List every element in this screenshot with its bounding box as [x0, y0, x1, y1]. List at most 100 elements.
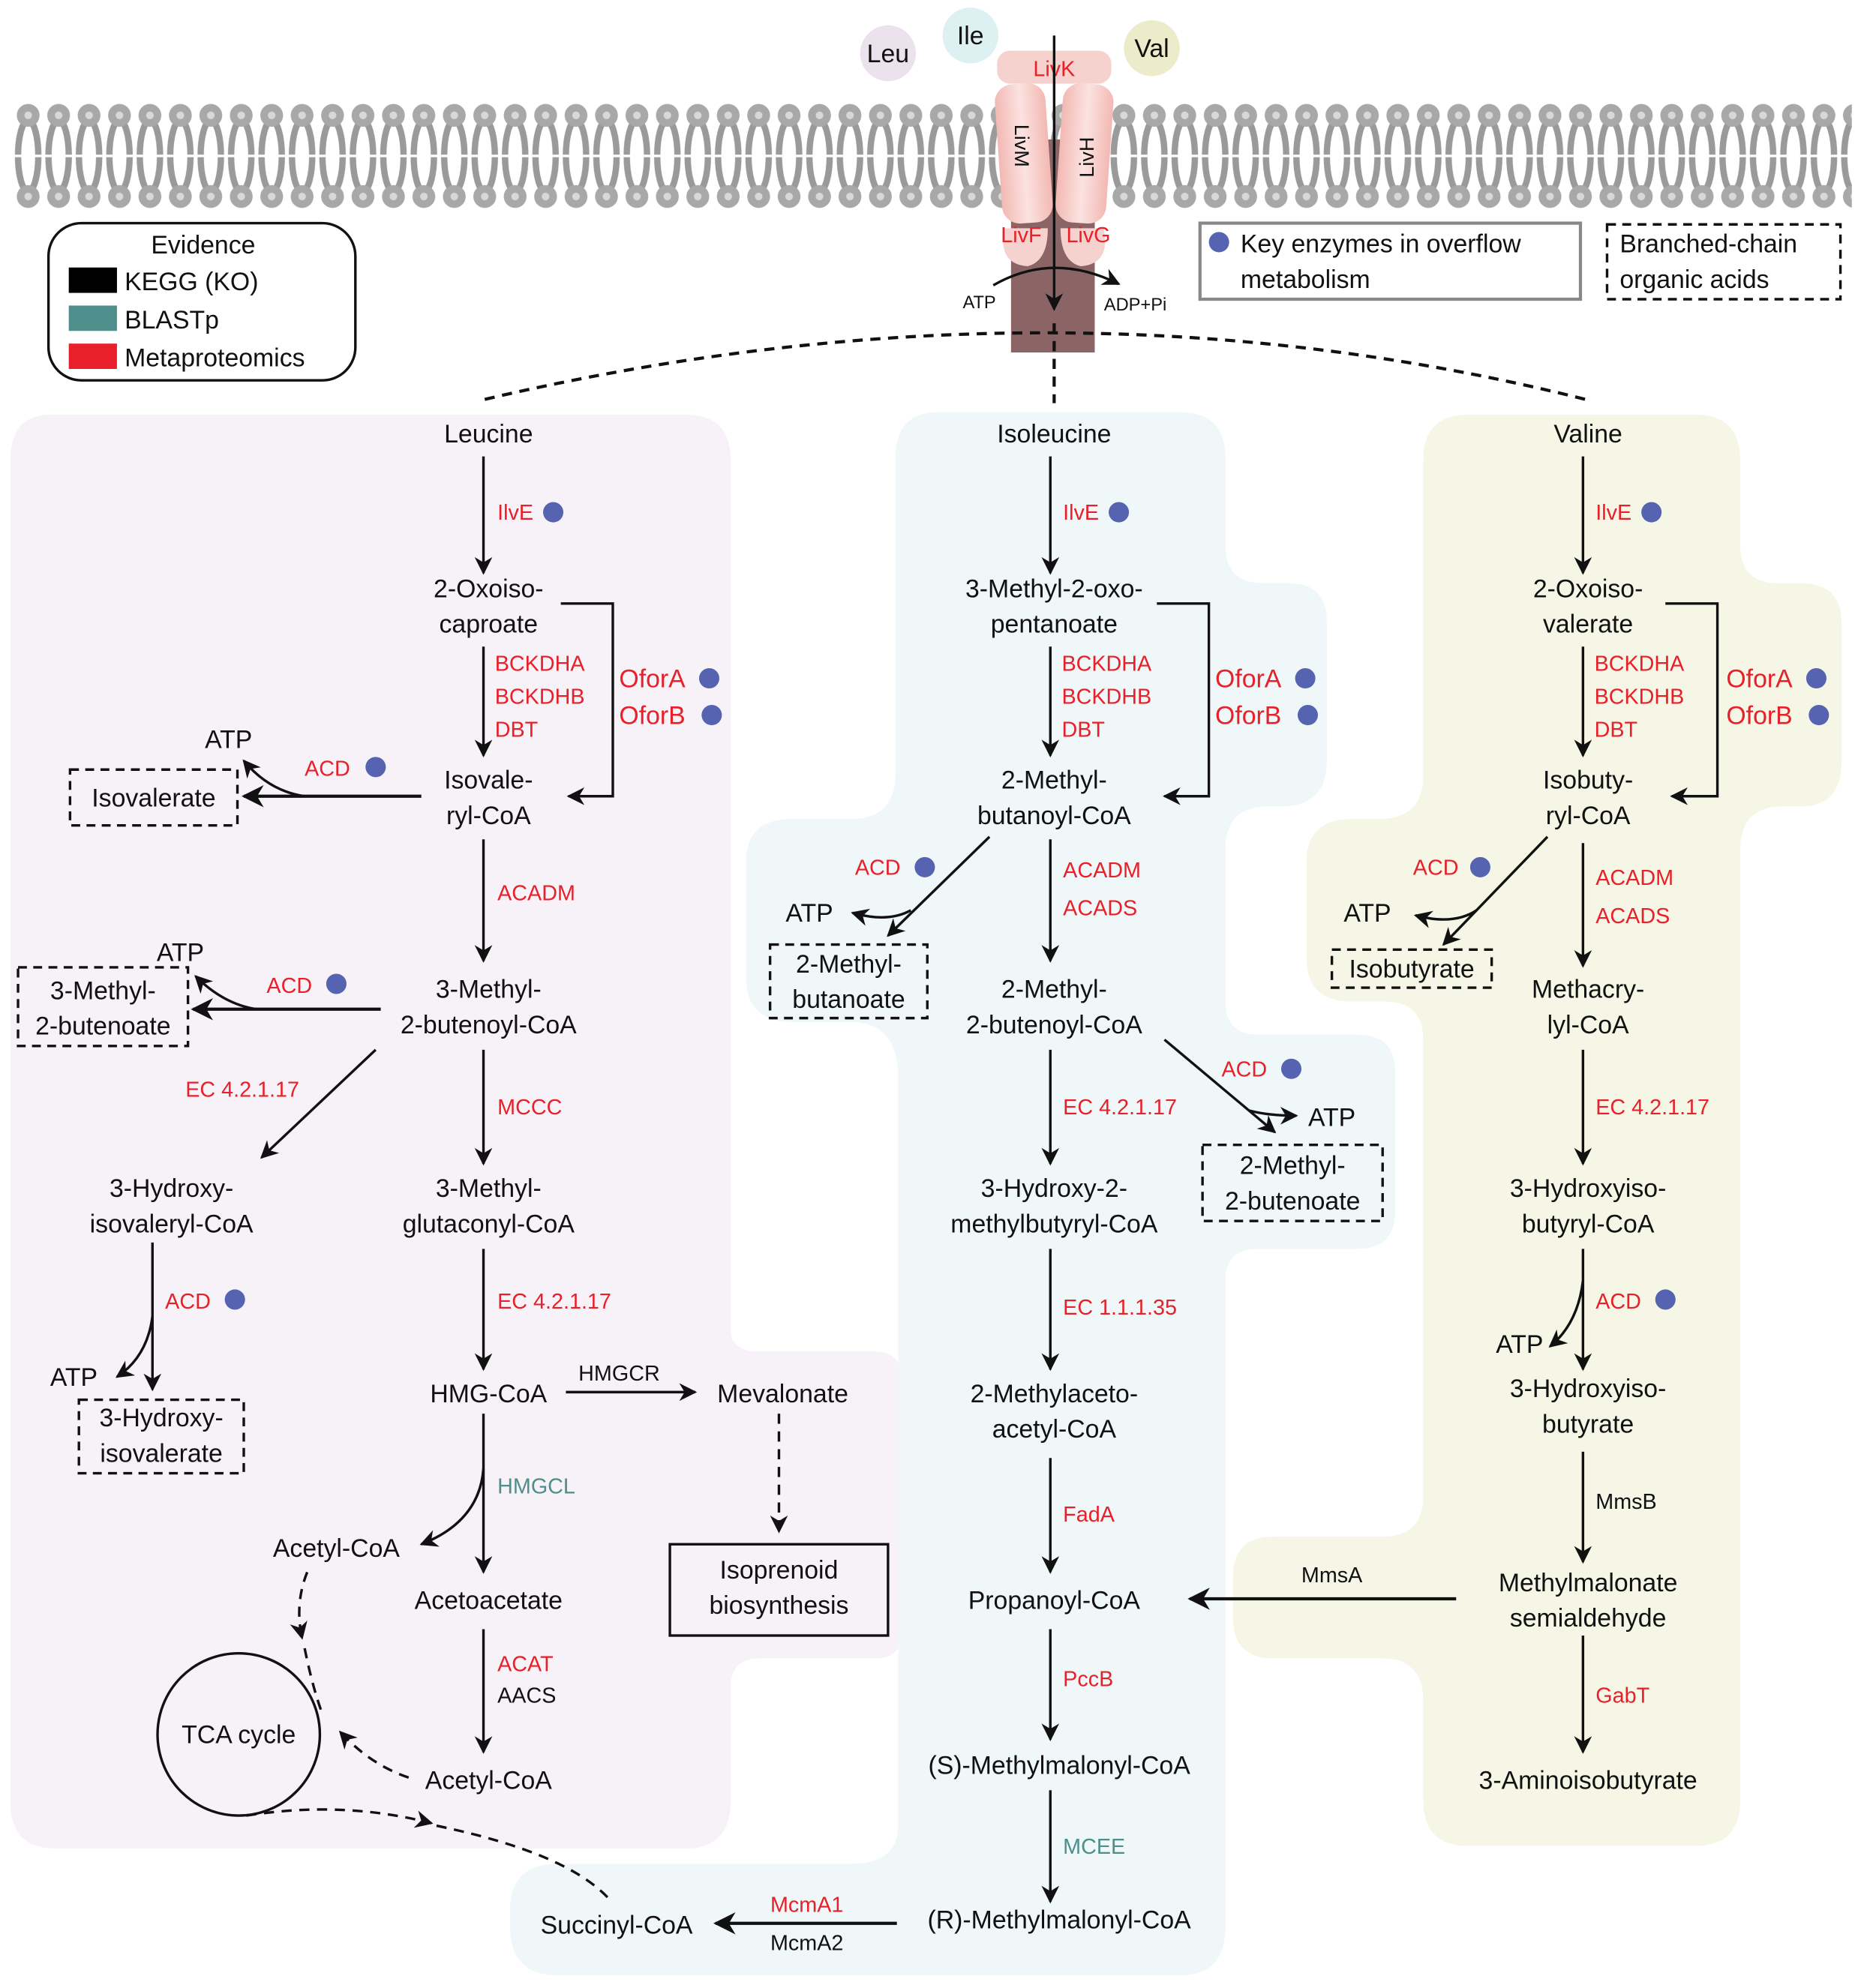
enzyme-acd: ACD	[855, 856, 901, 880]
enzyme-bckdhb: BCKDHB	[1061, 685, 1151, 709]
enzyme-dbt: DBT	[495, 718, 538, 742]
key-enzyme-dot-icon	[701, 705, 722, 726]
acid-2-methyl-2-butenoate: 2-Methyl-	[1240, 1152, 1346, 1180]
organic-acid-legend: Branched-chain organic acids	[1605, 223, 1842, 301]
subunit-livg	[1060, 228, 1106, 267]
enzyme-ilve: IlvE	[1063, 501, 1099, 525]
swatch-kegg	[68, 267, 117, 293]
key-enzyme-dot-icon	[698, 667, 720, 689]
enzyme-acd: ACD	[1222, 1057, 1268, 1081]
enzyme-bckdha: BCKDHA	[495, 652, 586, 676]
enzyme-oforb: OforB	[619, 701, 685, 730]
enzyme-acadm: ACADM	[1063, 859, 1141, 883]
enzyme-ec-4-2-1-17: EC 4.2.1.17	[185, 1078, 299, 1102]
atp-hydrolysis-arrow	[992, 266, 1121, 286]
enzyme-acadm: ACADM	[1595, 866, 1673, 890]
label-leu: Leu	[867, 40, 909, 68]
metabolite-2-methyl-2-butenoyl-coa: 2-Methyl-	[1001, 976, 1107, 1004]
livkhmgf-transporter: LivK LivM LivH LivF LivG ATP ADP+Pi	[962, 35, 1167, 353]
atp-label: ATP	[50, 1363, 98, 1392]
acid-isobutyrate: Isobutyrate	[1349, 955, 1475, 984]
metabolite-3-hydroxyisobutyrate-l2: butyrate	[1542, 1410, 1634, 1438]
metabolite-isovaleryl-coa: Isovale-	[444, 766, 533, 795]
enzyme-pccb: PccB	[1063, 1668, 1113, 1692]
enzyme-mmsa: MmsA	[1301, 1564, 1363, 1588]
enzyme-oforb: OforB	[1215, 701, 1281, 730]
metabolite-3-methyl-2-oxopentanoate: 3-Methyl-2-oxo-	[965, 574, 1143, 603]
cell-membrane	[13, 103, 1852, 208]
metabolite-3-methylglutaconyl-coa: 3-Methyl-	[436, 1174, 542, 1203]
leucine-title: Leucine	[444, 420, 533, 448]
swatch-metaproteomics	[68, 343, 117, 369]
metabolite-propanoyl-coa: Propanoyl-CoA	[968, 1586, 1141, 1615]
atp-label: ATP	[1496, 1330, 1543, 1359]
metabolite-3-aminoisobutyrate: 3-Aminoisobutyrate	[1479, 1767, 1697, 1795]
enzyme-ofora: OforA	[1726, 664, 1793, 693]
legend-acid-line2: organic acids	[1619, 265, 1769, 294]
valine-region-bg	[1232, 414, 1842, 1846]
metabolite-r-methylmalonyl-coa: (R)-Methylmalonyl-CoA	[928, 1906, 1192, 1935]
enzyme-aacs: AACS	[497, 1684, 556, 1708]
subunit-livh	[1055, 83, 1114, 224]
metabolite-isovaleryl-coa-l2: ryl-CoA	[446, 802, 531, 830]
enzyme-bckdha: BCKDHA	[1061, 652, 1152, 676]
key-enzyme-dot-icon	[224, 1289, 245, 1310]
metabolite-2-methylacetoacetyl-coa-l2: acetyl-CoA	[992, 1415, 1117, 1444]
legend-acid-line1: Branched-chain	[1619, 229, 1797, 258]
acid-3-hydroxyisovalerate-l2: isovalerate	[100, 1439, 222, 1468]
enzyme-mccc: MCCC	[497, 1096, 562, 1120]
enzyme-acd: ACD	[1595, 1290, 1641, 1314]
enzyme-acat: ACAT	[497, 1652, 554, 1676]
enzyme-ofora: OforA	[619, 664, 686, 693]
key-enzyme-dot-icon	[914, 856, 935, 877]
atp-label: ATP	[157, 939, 204, 967]
enzyme-acd: ACD	[1413, 856, 1459, 880]
metabolite-3-hydroxy-2-methylbutyryl-coa: 3-Hydroxy-2-	[981, 1174, 1127, 1203]
enzyme-acd: ACD	[266, 974, 312, 998]
enzyme-bckdhb: BCKDHB	[495, 685, 585, 709]
label-adp: ADP+Pi	[1104, 295, 1167, 315]
metabolite-methylmalonate-semialdehyde-l2: semialdehyde	[1510, 1604, 1667, 1633]
label-livg: LivG	[1066, 223, 1110, 247]
enzyme-bckdhb: BCKDHB	[1595, 685, 1685, 709]
metabolite-3-hydroxyisovaleryl-coa-l2: isovaleryl-CoA	[90, 1210, 254, 1238]
metabolite-2-oxoisocaproate: 2-Oxoiso-	[434, 574, 544, 603]
enzyme-gabt: GabT	[1595, 1684, 1649, 1708]
legend-metaproteomics: Metaproteomics	[125, 344, 305, 373]
metabolite-3-hydroxyisobutyryl-coa-l2: butyryl-CoA	[1522, 1210, 1655, 1238]
enzyme-ec-4-2-1-17: EC 4.2.1.17	[497, 1290, 611, 1314]
amino-acid-ile: Ile	[942, 7, 998, 64]
leucine-pathway: Leucine IlvE 2-Oxoiso- caproate BCKDHA B…	[17, 420, 890, 1903]
key-enzyme-dot-icon	[542, 502, 564, 523]
metabolite-succinyl-coa: Succinyl-CoA	[541, 1911, 693, 1939]
tca-cycle-circle	[156, 1651, 322, 1817]
label-val: Val	[1134, 34, 1169, 63]
acid-isovalerate: Isovalerate	[92, 784, 215, 812]
enzyme-ec-4-2-1-17: EC 4.2.1.17	[1063, 1096, 1177, 1120]
enzyme-bckdha: BCKDHA	[1595, 652, 1685, 676]
key-enzyme-dot-icon	[1280, 1058, 1302, 1079]
swatch-blastp	[68, 305, 117, 331]
atp-label: ATP	[1343, 899, 1391, 928]
metabolite-methacrylyl-coa: Methacry-	[1532, 976, 1644, 1004]
tca-cycle-label: TCA cycle	[182, 1721, 296, 1750]
subunit-livm	[995, 83, 1053, 224]
legend-blastp: BLASTp	[125, 306, 219, 334]
enzyme-hmgcl: HMGCL	[497, 1475, 575, 1499]
key-enzyme-dot-icon	[1295, 667, 1316, 689]
label-livh: LivH	[1076, 137, 1098, 178]
enzyme-mcma2: McmA2	[770, 1931, 843, 1955]
enzyme-mmsb: MmsB	[1595, 1490, 1656, 1514]
key-enzyme-dot-icon	[1641, 502, 1662, 523]
metabolite-3-methyl-2-oxopentanoate-l2: pentanoate	[991, 610, 1118, 639]
enzyme-mcma1: McmA1	[770, 1894, 843, 1918]
enzyme-acads: ACADS	[1063, 897, 1137, 921]
metabolite-hmg-coa: HMG-CoA	[430, 1380, 547, 1408]
key-enzyme-dot-icon	[365, 757, 386, 778]
label-livf: LivF	[1001, 223, 1041, 247]
metabolite-isobutyryl-coa-l2: ryl-CoA	[1546, 802, 1631, 830]
acid-3-methyl-2-butenoate: 3-Methyl-	[50, 976, 156, 1005]
legend-key-line2: metabolism	[1241, 265, 1370, 294]
metabolite-3-methyl-2-butenoyl-coa-l2: 2-butenoyl-CoA	[401, 1011, 577, 1039]
key-enzyme-dot-icon	[1808, 705, 1829, 726]
